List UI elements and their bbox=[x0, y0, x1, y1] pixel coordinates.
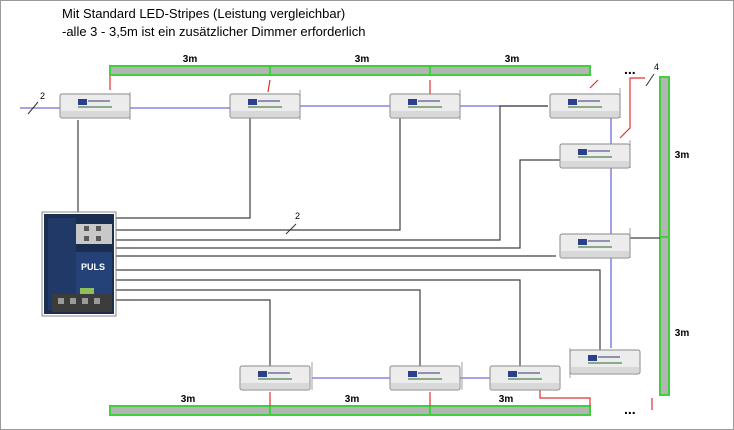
right-strip-label-1: 3m bbox=[675, 150, 690, 161]
right-strip-segment-2 bbox=[659, 236, 670, 396]
top-strip-label-3: 3m bbox=[505, 54, 520, 65]
top-strip-label-1: 3m bbox=[183, 54, 198, 65]
feed-wire-dimmer-2 bbox=[116, 118, 251, 219]
bottom-strip-label-2: 3m bbox=[345, 394, 360, 405]
dimmer-module-8 bbox=[389, 365, 461, 391]
bottom-led-strips bbox=[109, 405, 591, 416]
feed-wire-dimmer-3 bbox=[116, 118, 401, 231]
diagram-title-line-1: Mit Standard LED-Stripes (Leistung vergl… bbox=[62, 6, 346, 21]
cable-count-markers: 2 2 4 bbox=[27, 62, 659, 235]
dimmer-module-7 bbox=[239, 365, 311, 391]
feed-wire-dimmer-8 bbox=[116, 279, 521, 366]
psu-brand-label: PULS bbox=[81, 262, 105, 272]
feed-wire-dimmer-5 bbox=[116, 159, 560, 249]
top-strip-label-2: 3m bbox=[355, 54, 370, 65]
right-strip-segment-1 bbox=[659, 76, 670, 238]
top-strip-segment-3 bbox=[429, 65, 591, 76]
bottom-strip-segment-2 bbox=[269, 405, 431, 416]
bottom-strip-label-3: 3m bbox=[499, 394, 514, 405]
bundle-cable-count: 2 bbox=[295, 211, 300, 221]
bottom-strip-label-1: 3m bbox=[181, 394, 196, 405]
feed-wires bbox=[77, 105, 660, 366]
top-led-strips bbox=[109, 65, 591, 76]
dimmer-module-1 bbox=[59, 93, 131, 119]
dimmer-module-2 bbox=[229, 93, 301, 119]
terminal-separators bbox=[129, 88, 631, 390]
top-strip-segment-1 bbox=[109, 65, 271, 76]
dimmer-module-10 bbox=[569, 349, 641, 375]
top-continuation-mark: ... bbox=[624, 61, 636, 77]
feed-wire-dimmer-10 bbox=[116, 299, 271, 366]
right-led-strips bbox=[659, 76, 670, 396]
dimmer-module-4 bbox=[549, 93, 621, 119]
right-strip-label-2: 3m bbox=[675, 328, 690, 339]
dimmer-module-3 bbox=[389, 93, 461, 119]
red-wire-right-strip bbox=[619, 77, 645, 139]
bottom-continuation-mark: ... bbox=[624, 401, 636, 417]
input-cable-count: 2 bbox=[40, 91, 45, 101]
feed-wire-dimmer-4 bbox=[116, 105, 548, 241]
bottom-strip-segment-3 bbox=[429, 405, 591, 416]
dimmer-module-5 bbox=[559, 143, 631, 169]
power-supply-unit: PULS bbox=[41, 211, 117, 317]
dimmer-module-6 bbox=[559, 233, 631, 259]
bottom-strip-segment-1 bbox=[109, 405, 271, 416]
feed-wire-dimmer-7 bbox=[116, 269, 601, 350]
diagram-title-line-2: -alle 3 - 3,5m ist ein zusätzlicher Dimm… bbox=[62, 24, 366, 39]
corner-cable-count: 4 bbox=[654, 62, 659, 72]
dimmer-modules bbox=[59, 93, 641, 391]
feed-wire-dimmer-9 bbox=[116, 289, 421, 366]
top-strip-segment-2 bbox=[269, 65, 431, 76]
dimmer-module-9 bbox=[489, 365, 561, 391]
